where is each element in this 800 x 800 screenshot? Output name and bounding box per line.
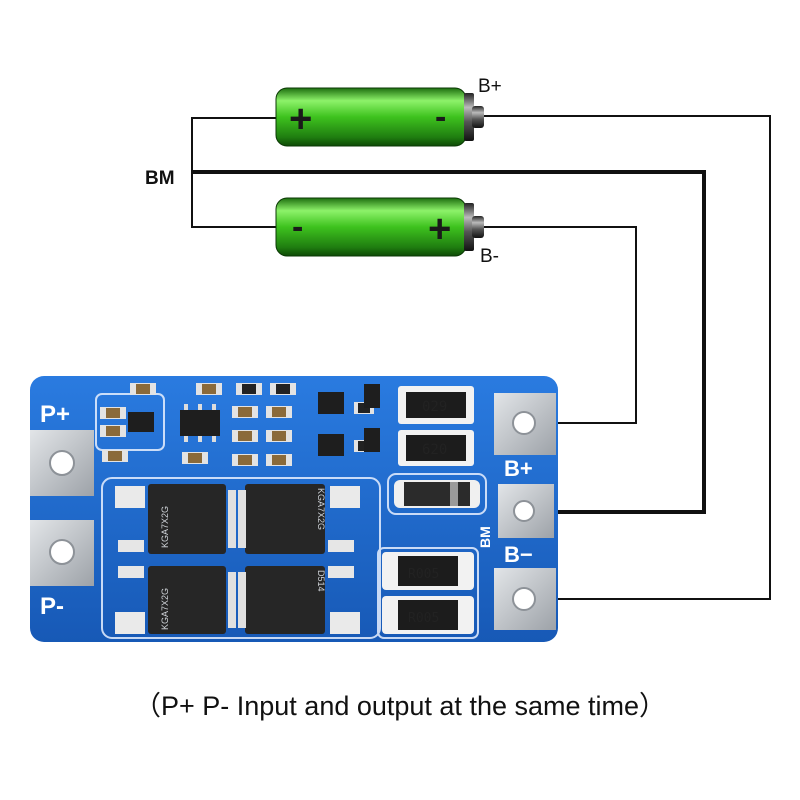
- shunt-resistor-2: R005: [382, 596, 474, 634]
- shunt-resistor-1: R005: [382, 552, 474, 590]
- pad-label-p-plus: P+: [40, 401, 70, 428]
- mosfet-3-marking: KGA7X2G: [160, 588, 170, 630]
- wire-bottom-battery-left: [191, 172, 276, 228]
- smd-components: [100, 383, 380, 466]
- pad-label-p-minus: P-: [40, 593, 64, 620]
- resistor-029: 029: [398, 386, 474, 424]
- mosfet-1: KGA7X2G: [115, 484, 236, 554]
- shunt-2-label: R005: [408, 611, 439, 626]
- pad-label-b-plus: B+: [504, 456, 533, 481]
- wire-b-minus: [484, 226, 637, 424]
- battery-top: + -: [275, 87, 484, 147]
- mosfet-4: D514: [238, 566, 360, 634]
- shunt-1-label: R005: [408, 567, 439, 582]
- battery-bottom-left-sign: -: [292, 208, 303, 246]
- mosfet-4-marking: D514: [316, 570, 326, 592]
- battery-bottom-right-sign: +: [428, 207, 451, 251]
- pad-label-b-minus: B−: [504, 542, 533, 567]
- mosfet-1-marking: KGA7X2G: [160, 506, 170, 548]
- pad-b-plus-wire: [494, 568, 556, 630]
- wire-top-battery-left: [191, 117, 276, 172]
- resistor-620: 620: [398, 430, 474, 466]
- pad-b-minus-wire: [494, 393, 556, 455]
- wire-b-plus: [484, 115, 771, 600]
- pad-p-minus: [30, 520, 94, 586]
- battery-bottom: - +: [275, 197, 484, 257]
- resistor-620-label: 620: [422, 442, 447, 458]
- caption: （P+ P- Input and output at the same time…: [133, 691, 667, 721]
- mosfet-2: KGA7X2G: [238, 484, 360, 554]
- mosfet-2-marking: KGA7X2G: [316, 488, 326, 530]
- pad-bm: [498, 484, 554, 538]
- label-bm: BM: [145, 168, 175, 189]
- label-b-plus: B+: [478, 76, 502, 97]
- resistor-029-label: 029: [422, 399, 447, 415]
- wire-bm: [192, 170, 706, 514]
- pad-p-plus: [30, 430, 94, 496]
- battery-top-left-sign: +: [289, 97, 312, 141]
- diode: [394, 480, 480, 508]
- mosfet-3: KGA7X2G: [115, 566, 236, 634]
- pad-label-bm: BM: [477, 526, 493, 548]
- battery-top-right-sign: -: [435, 98, 446, 136]
- wires: [191, 115, 771, 600]
- pcb-board: P+ P- B+ B− BM 029 620: [30, 376, 558, 642]
- label-b-minus: B-: [480, 246, 499, 267]
